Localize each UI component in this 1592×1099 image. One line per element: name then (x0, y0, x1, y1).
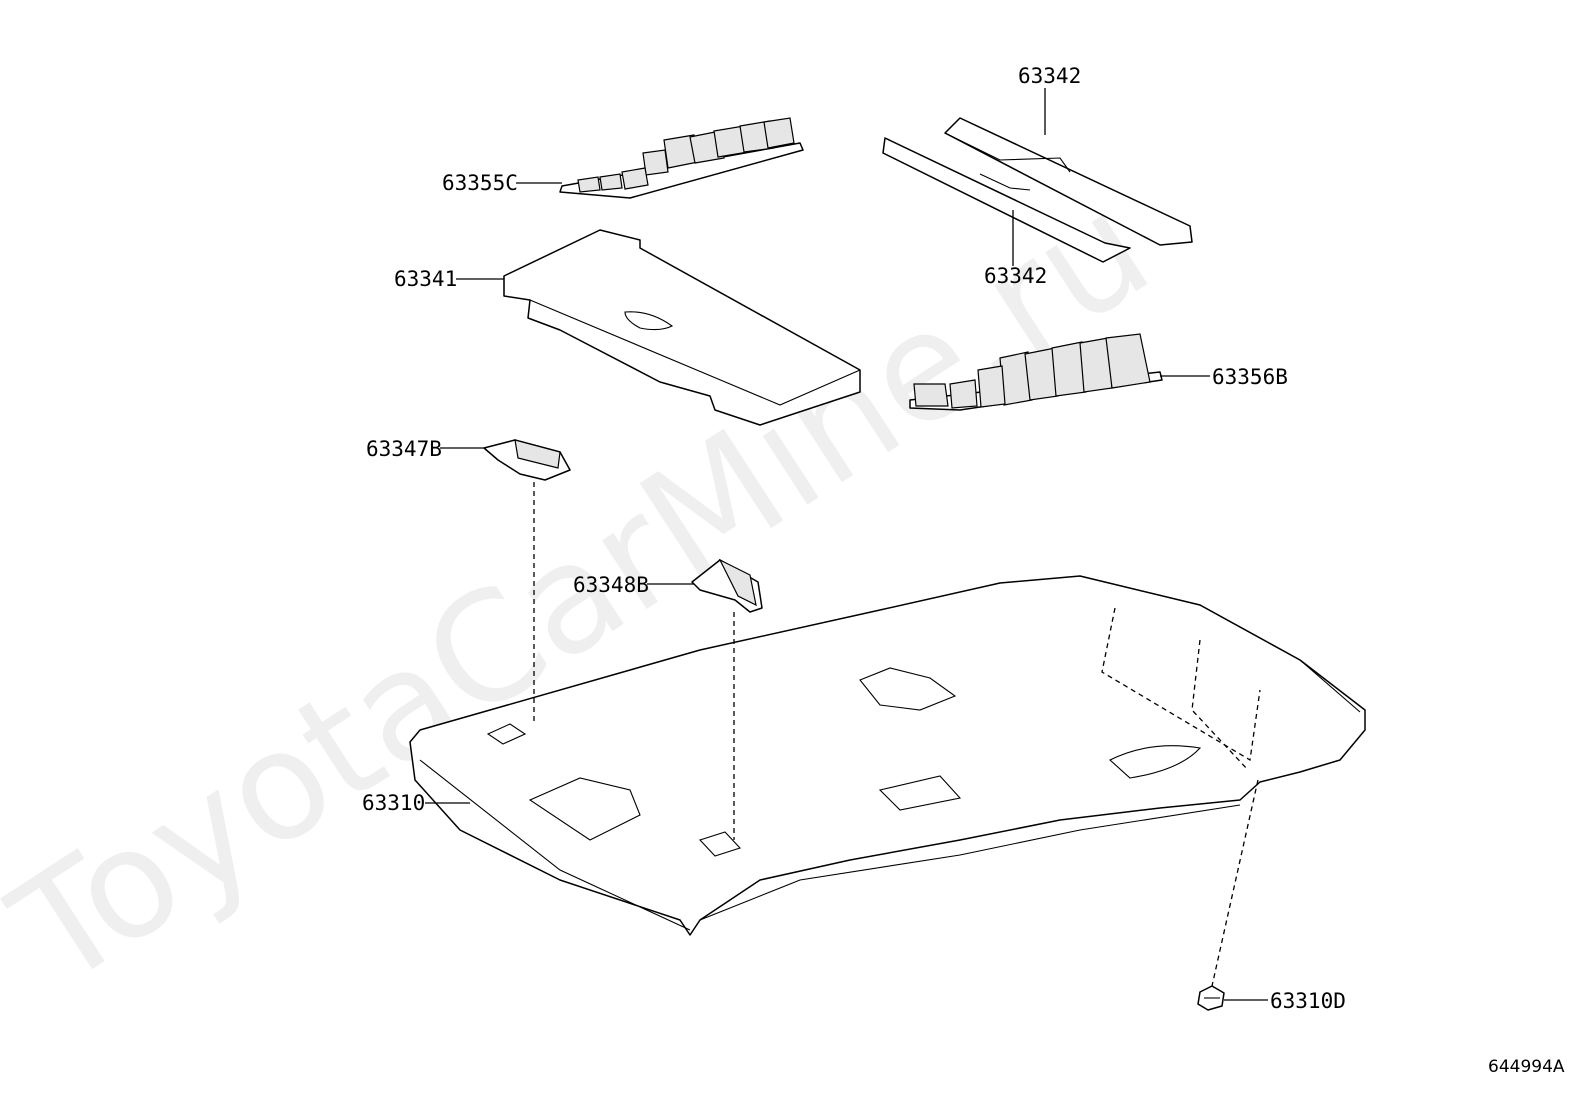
label-63342-top: 63342 (1018, 64, 1081, 88)
label-63355C: 63355C (442, 171, 518, 195)
part-63310-headliner (409, 575, 1366, 936)
part-63356B-absorber (909, 333, 1163, 411)
part-63342-pads (882, 117, 1193, 263)
assembly-lines (533, 482, 1261, 987)
label-63342-bottom: 63342 (984, 264, 1047, 288)
part-63310D-clip (1197, 985, 1225, 1011)
part-63341-pad (503, 229, 861, 426)
leader-lines (425, 88, 1268, 1001)
label-63356B: 63356B (1212, 365, 1288, 389)
label-63310D: 63310D (1270, 989, 1346, 1013)
label-63348B: 63348B (573, 573, 649, 597)
label-63310: 63310 (362, 791, 425, 815)
label-63341: 63341 (394, 267, 457, 291)
part-63347B-bracket (483, 439, 571, 481)
figure-code: 644994A (1488, 1057, 1565, 1077)
part-63355C-absorber (559, 117, 804, 199)
part-63348B-bracket (691, 558, 763, 613)
label-63347B: 63347B (366, 437, 442, 461)
